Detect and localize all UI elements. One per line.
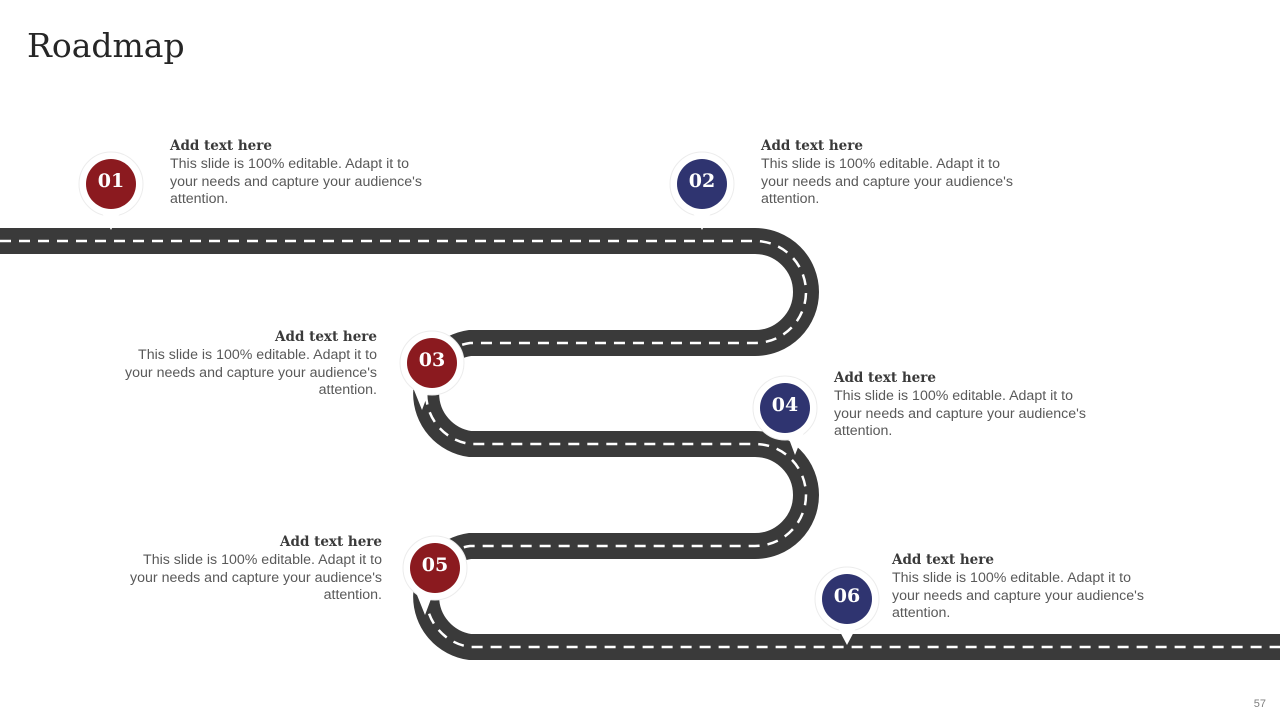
step-text-01: Add text here This slide is 100% editabl…	[170, 138, 440, 209]
step-body: This slide is 100% editable. Adapt it to…	[125, 347, 377, 398]
step-text-05: Add text here This slide is 100% editabl…	[112, 534, 382, 605]
step-body: This slide is 100% editable. Adapt it to…	[761, 156, 1013, 207]
step-heading: Add text here	[280, 534, 382, 550]
page-title: Roadmap	[27, 26, 185, 65]
map-pin-icon	[78, 151, 144, 230]
step-marker-06: 06	[807, 561, 887, 647]
step-heading: Add text here	[834, 370, 936, 386]
step-number: 04	[771, 394, 799, 416]
map-pin-icon	[399, 330, 465, 410]
step-text-02: Add text here This slide is 100% editabl…	[761, 138, 1031, 209]
step-heading: Add text here	[170, 138, 272, 154]
step-text-06: Add text here This slide is 100% editabl…	[892, 552, 1162, 623]
step-heading: Add text here	[275, 329, 377, 345]
map-pin-icon	[669, 151, 735, 230]
step-number: 06	[833, 585, 861, 607]
step-body: This slide is 100% editable. Adapt it to…	[892, 570, 1144, 621]
map-pin-icon	[752, 375, 818, 455]
map-pin-icon	[402, 535, 468, 615]
step-heading: Add text here	[892, 552, 994, 568]
step-text-03: Add text here This slide is 100% editabl…	[107, 329, 377, 400]
map-pin-icon	[814, 566, 880, 645]
step-marker-05: 05	[395, 530, 475, 616]
page-number: 57	[1253, 698, 1266, 710]
step-number: 03	[418, 349, 446, 371]
step-heading: Add text here	[761, 138, 863, 154]
step-number: 05	[421, 554, 449, 576]
step-marker-02: 02	[662, 146, 742, 232]
step-body: This slide is 100% editable. Adapt it to…	[170, 156, 422, 207]
step-body: This slide is 100% editable. Adapt it to…	[834, 388, 1086, 439]
step-body: This slide is 100% editable. Adapt it to…	[130, 552, 382, 603]
step-marker-01: 01	[71, 146, 151, 232]
step-marker-04: 04	[745, 370, 825, 456]
step-number: 02	[688, 170, 716, 192]
step-number: 01	[97, 170, 125, 192]
step-marker-03: 03	[392, 325, 472, 411]
step-text-04: Add text here This slide is 100% editabl…	[834, 370, 1104, 441]
